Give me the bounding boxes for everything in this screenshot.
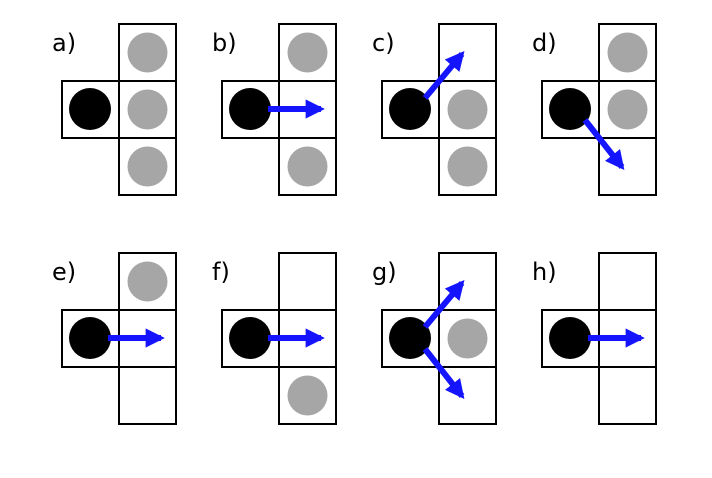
bottom-cell: [438, 137, 497, 196]
middle-occupied-dot: [447, 318, 488, 359]
panel-f: f): [212, 252, 337, 425]
arrow-down-right: [422, 347, 465, 400]
bottom-cell: [118, 137, 177, 196]
bottom-cell: [278, 137, 337, 196]
top-cell: [278, 252, 337, 311]
panel-label: g): [372, 258, 397, 286]
agent-dot: [549, 88, 591, 130]
arrow-up-right: [422, 280, 465, 329]
panel-label: d): [532, 29, 557, 57]
agent-dot: [229, 88, 271, 130]
bottom-cell: [438, 366, 497, 425]
top-occupied-dot: [127, 261, 168, 302]
panel-label: c): [372, 29, 395, 57]
middle-occupied-dot: [447, 89, 488, 130]
arrow-down-right: [582, 118, 625, 171]
agent-dot: [69, 317, 111, 359]
agent-dot: [389, 317, 431, 359]
bottom-occupied-dot: [127, 146, 168, 187]
middle-occupied-dot: [127, 89, 168, 130]
panel-e: e): [52, 252, 177, 425]
panel-g: g): [372, 252, 497, 425]
top-occupied-dot: [287, 32, 328, 73]
panel-label: a): [52, 29, 76, 57]
panel-label: b): [212, 29, 237, 57]
agent-dot: [229, 317, 271, 359]
bottom-occupied-dot: [447, 146, 488, 187]
panel-c: c): [372, 23, 497, 196]
panel-label: e): [52, 258, 76, 286]
bottom-occupied-dot: [287, 375, 328, 416]
panel-b: b): [212, 23, 337, 196]
arrow-up-right: [422, 51, 465, 100]
top-occupied-dot: [127, 32, 168, 73]
middle-occupied-dot: [607, 89, 648, 130]
agent-dot: [389, 88, 431, 130]
agent-dot: [69, 88, 111, 130]
panel-label: f): [212, 258, 230, 286]
panel-a: a): [52, 23, 177, 196]
bottom-cell: [118, 366, 177, 425]
bottom-cell: [598, 137, 657, 196]
bottom-cell: [278, 366, 337, 425]
panel-label: h): [532, 258, 557, 286]
bottom-cell: [598, 366, 657, 425]
agent-dot: [549, 317, 591, 359]
panel-h: h): [532, 252, 657, 425]
panel-d: d): [532, 23, 657, 196]
top-cell: [598, 252, 657, 311]
bottom-occupied-dot: [287, 146, 328, 187]
top-occupied-dot: [607, 32, 648, 73]
